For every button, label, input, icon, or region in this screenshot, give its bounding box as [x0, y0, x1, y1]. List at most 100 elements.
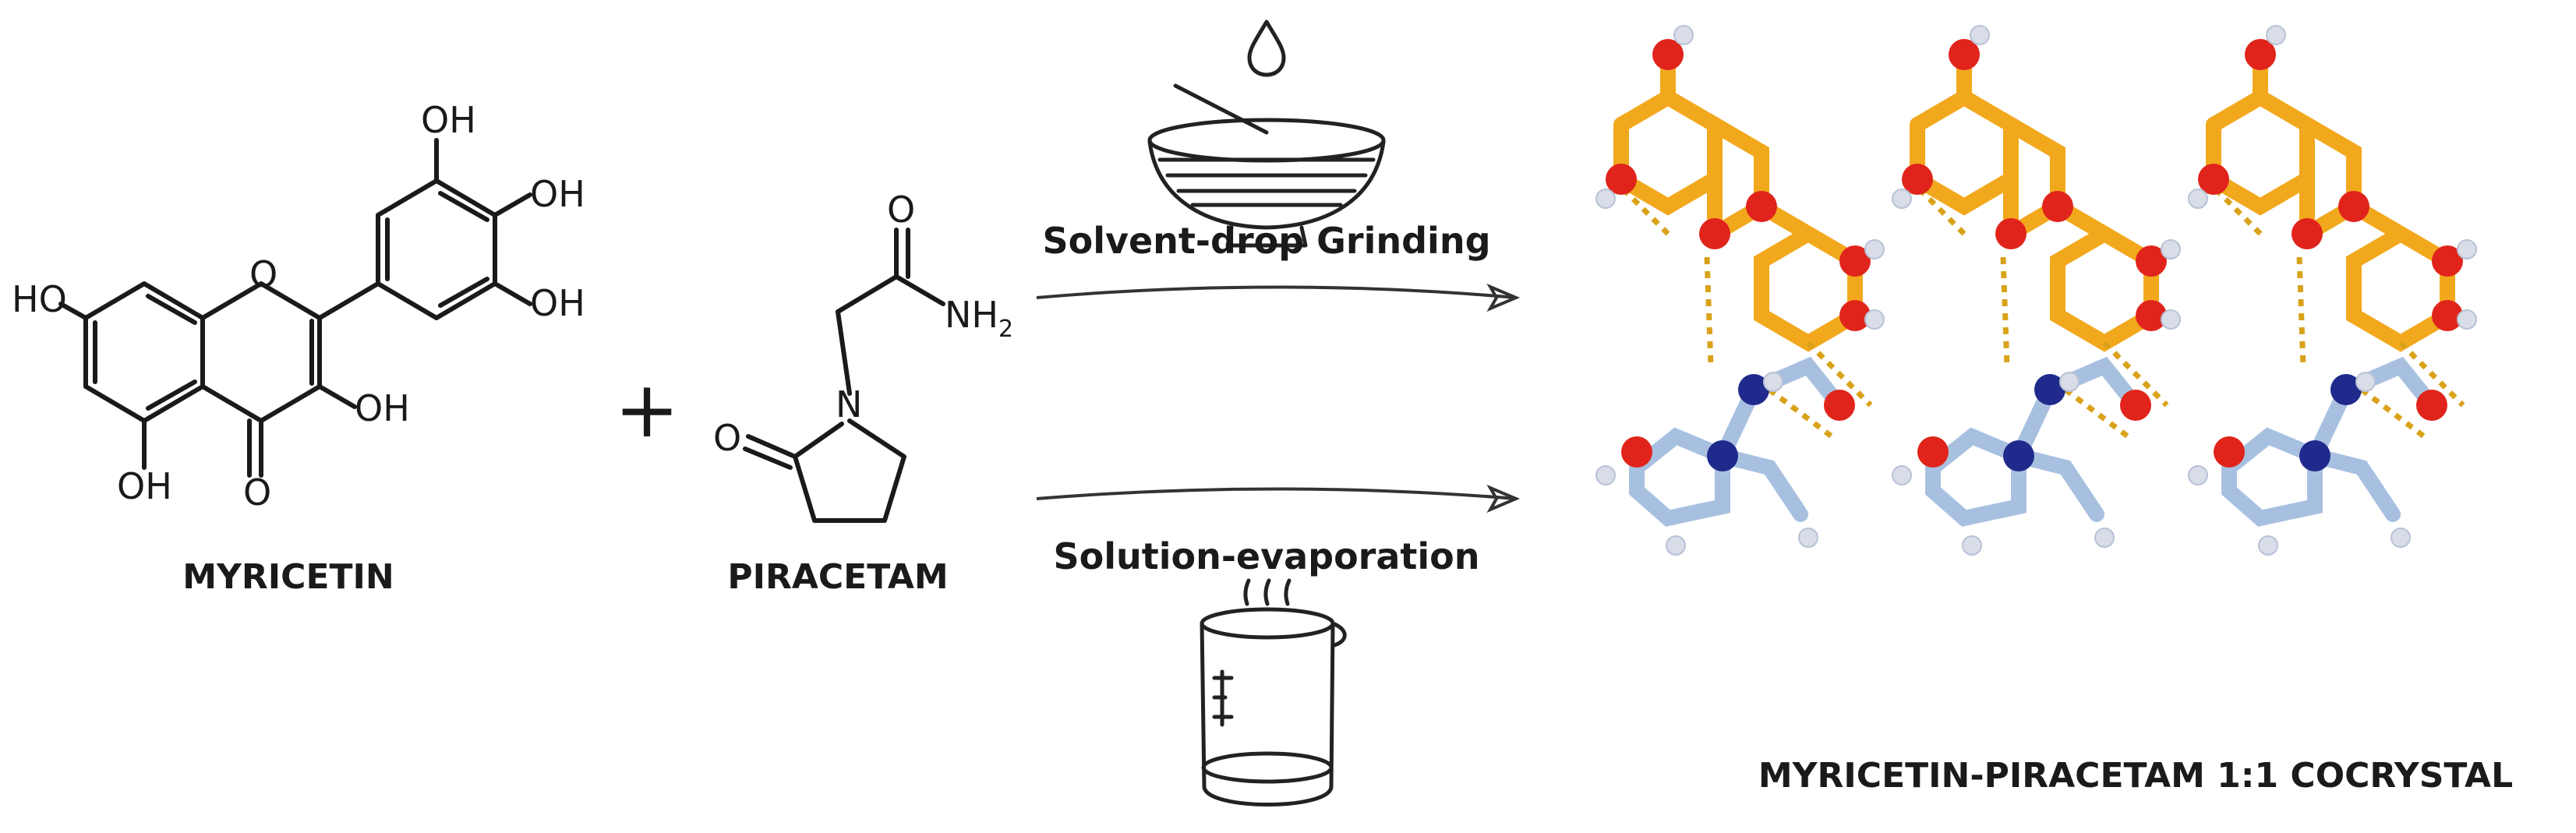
oxygen-atom [2042, 191, 2073, 222]
oxygen-atom [2432, 245, 2463, 277]
oxygen-atom [1699, 218, 1730, 249]
beaker-icon [1200, 578, 1347, 807]
piracetam-nh2-label: NH2 [945, 294, 1013, 343]
piracetam-bond-3 [2307, 448, 2401, 522]
myricetin-oh-top-label: OH [421, 99, 476, 141]
myricetin-bond-1 [1754, 226, 1863, 352]
myricetin-oh-right-lower-label: OH [530, 282, 585, 324]
hydrogen-atom [2390, 528, 2411, 548]
hydrogen-atom [1892, 465, 1912, 485]
piracetam-ring-nitrogen-label: N [836, 383, 862, 425]
hydrogen-atom [2457, 239, 2477, 259]
hydrogen-atom [1892, 189, 1912, 209]
hydrogen-atom [1864, 239, 1885, 259]
myricetin-bond-2 [1910, 88, 2019, 216]
solvent-drop-icon [1247, 19, 1286, 77]
oxygen-atom [1839, 245, 1871, 277]
myricetin-structure: HO OH OH OH OH OH O O MYRICETIN [12, 99, 585, 597]
piracetam-amide-oxygen-label: O [887, 189, 915, 231]
myricetin-ring-oxygen-label: O [249, 253, 277, 295]
hydrogen-atom [2188, 465, 2208, 485]
hydrogen-bond-3 [2359, 387, 2426, 439]
oxygen-atom [1746, 191, 1777, 222]
nitrogen-atom [2034, 374, 2065, 405]
hydrogen-atom [1970, 25, 1990, 45]
piracetam-bond-1 [1715, 448, 1808, 522]
oxygen-atom [2136, 300, 2167, 331]
oxygen-atom [2292, 218, 2323, 249]
hydrogen-bond-2 [2063, 387, 2130, 439]
hydrogen-atom [1595, 189, 1616, 209]
oxygen-atom [1949, 39, 1980, 70]
oxygen-atom [1621, 436, 1652, 468]
hydrogen-atom [2266, 25, 2286, 45]
oxygen-atom [2338, 191, 2369, 222]
oxygen-atom [2120, 390, 2151, 421]
myricetin-bond-1 [1613, 88, 1723, 216]
grinding-method-label: Solvent-drop Grinding [1043, 220, 1491, 262]
piracetam-bond-3 [2221, 427, 2323, 527]
myricetin-carbonyl-oxygen-label: O [243, 471, 271, 514]
oxygen-atom [2432, 300, 2463, 331]
hydrogen-atom [1673, 25, 1694, 45]
hydrogen-bond-3 [2296, 256, 2306, 367]
cocrystal-structure [1595, 25, 2477, 556]
piracetam-name: PIRACETAM [727, 557, 948, 597]
hydrogen-bond-2 [2000, 256, 2010, 367]
myricetin-name: MYRICETIN [182, 557, 394, 597]
hydrogen-bond-1 [1704, 256, 1714, 367]
hydrogen-atom [1763, 372, 1783, 392]
myricetin-bond-3 [2346, 226, 2455, 352]
hydrogen-atom [2161, 309, 2181, 330]
hydrogen-bond-1 [1767, 387, 1834, 439]
oxygen-atom [2136, 245, 2167, 277]
plus-sign: + [614, 364, 680, 455]
hydrogen-atom [2059, 372, 2080, 392]
oxygen-atom [2416, 390, 2447, 421]
hydrogen-atom [2355, 372, 2376, 392]
nitrogen-atom [2299, 440, 2330, 471]
piracetam-lactam-oxygen-label: O [713, 417, 741, 459]
myricetin-oh-c5-label: OH [117, 465, 172, 507]
piracetam-structure: O NH2 N O PIRACETAM [713, 189, 1013, 597]
hydrogen-atom [1666, 535, 1686, 556]
hydrogen-atom [1798, 528, 1818, 548]
hydrogen-bond-1 [1619, 185, 1670, 236]
nitrogen-atom [2330, 374, 2362, 405]
piracetam-bond-1 [1629, 427, 1730, 527]
oxygen-atom [1652, 39, 1684, 70]
hydrogen-bond-2 [2102, 341, 2169, 408]
myricetin-oh-right-upper-label: OH [530, 173, 585, 215]
myricetin-bond-3 [2206, 88, 2315, 216]
evaporation-arrow [1036, 484, 1521, 514]
oxygen-atom [1917, 436, 1949, 468]
hydrogen-atom [2258, 535, 2278, 556]
oxygen-atom [1824, 390, 1855, 421]
oxygen-atom [1902, 164, 1933, 195]
hydrogen-atom [1595, 465, 1616, 485]
hydrogen-bond-3 [2211, 185, 2263, 236]
oxygen-atom [1606, 164, 1637, 195]
myricetin-ho-label: HO [12, 278, 67, 320]
hydrogen-atom [2094, 528, 2115, 548]
hydrogen-atom [2161, 239, 2181, 259]
evaporation-method-label: Solution-evaporation [1053, 535, 1479, 577]
hydrogen-atom [1962, 535, 1982, 556]
hydrogen-atom [1864, 309, 1885, 330]
hydrogen-bond-3 [2398, 341, 2465, 408]
myricetin-oh-c3-label: OH [355, 387, 410, 429]
hydrogen-atom [2457, 309, 2477, 330]
piracetam-bond-2 [2011, 448, 2104, 522]
oxygen-atom [2245, 39, 2276, 70]
mortar-pestle-icon [1147, 83, 1386, 248]
piracetam-bond-2 [1925, 427, 2027, 527]
oxygen-atom [2198, 164, 2229, 195]
nitrogen-atom [1738, 374, 1769, 405]
nitrogen-atom [2003, 440, 2034, 471]
hydrogen-atom [2188, 189, 2208, 209]
product-name: MYRICETIN-PIRACETAM 1:1 COCRYSTAL [1758, 756, 2513, 796]
oxygen-atom [1839, 300, 1871, 331]
hydrogen-bond-1 [1806, 341, 1873, 408]
hydrogen-bond-2 [1915, 185, 1966, 236]
